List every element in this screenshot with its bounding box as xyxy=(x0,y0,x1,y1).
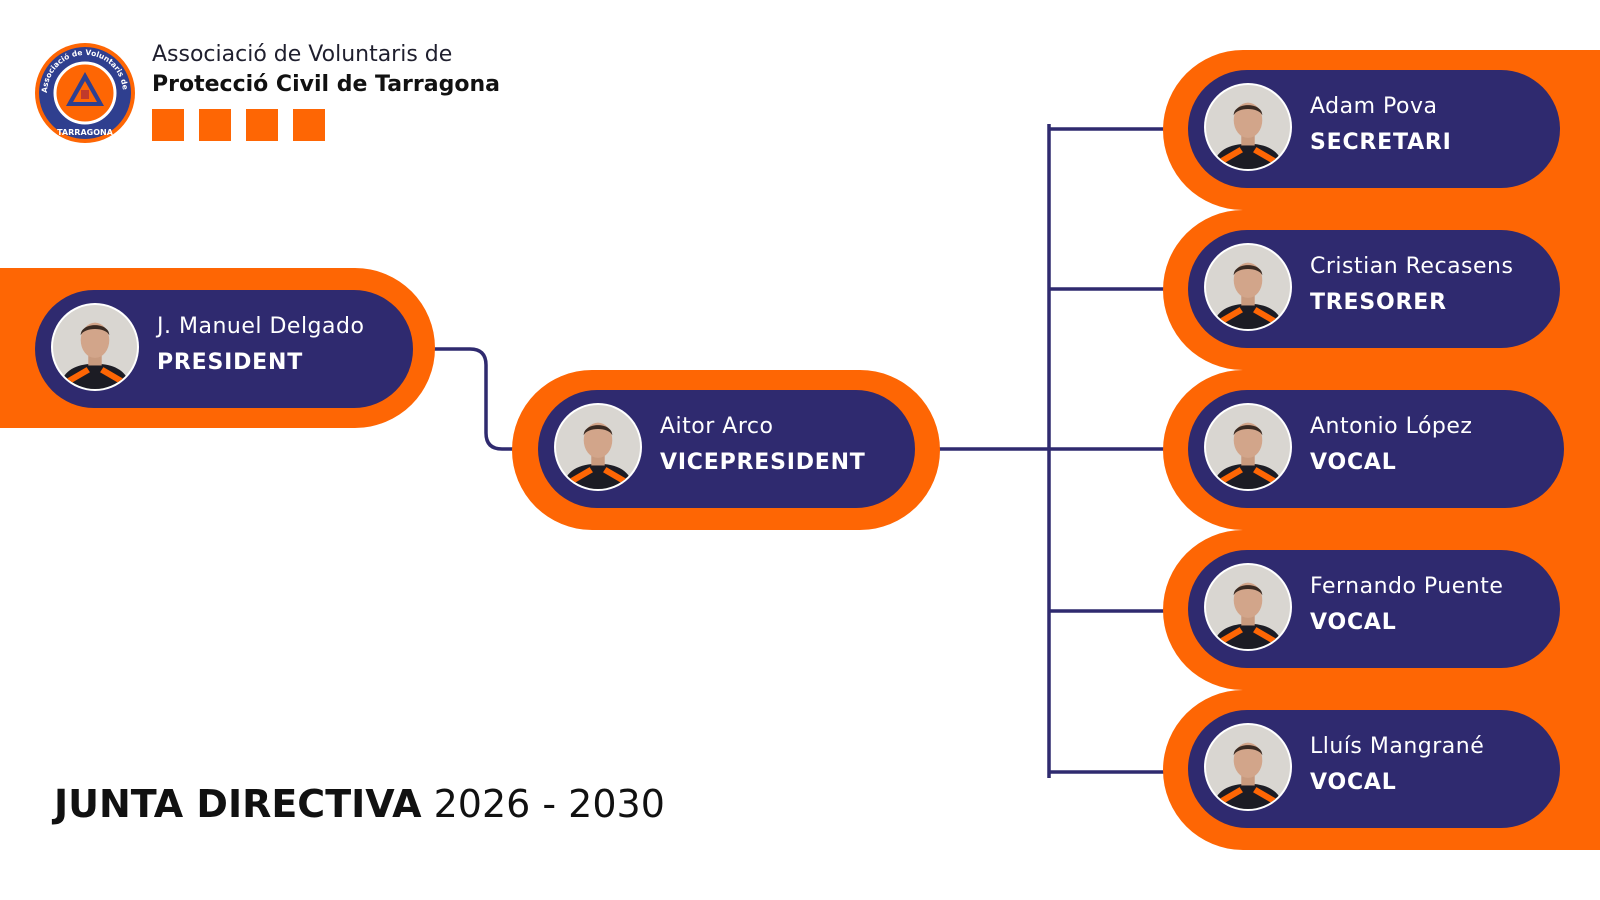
member-card-vocal3: Lluís Mangrané VOCAL xyxy=(1188,710,1560,828)
member-card-vicepresident: Aitor Arco VICEPRESIDENT xyxy=(538,390,915,508)
member-role: VOCAL xyxy=(1310,770,1397,795)
logo-bottom-text: TARRAGONA xyxy=(57,128,114,137)
person-photo-icon xyxy=(1206,565,1290,649)
org-name-line2: Protecció Civil de Tarragona xyxy=(152,72,500,97)
member-name: Fernando Puente xyxy=(1310,574,1504,599)
member-name: Cristian Recasens xyxy=(1310,254,1514,279)
board-title-label: JUNTA DIRECTIVA xyxy=(54,782,422,826)
avatar xyxy=(554,403,642,491)
member-role: SECRETARI xyxy=(1310,130,1452,155)
decorative-squares xyxy=(152,109,340,145)
association-logo: Associació de Voluntaris de Protecció Ci… xyxy=(31,35,136,144)
orange-square xyxy=(199,109,231,141)
member-card-tresorer: Cristian Recasens TRESORER xyxy=(1188,230,1560,348)
member-role: VOCAL xyxy=(1310,610,1397,635)
member-name: Adam Pova xyxy=(1310,94,1438,119)
person-photo-icon xyxy=(1206,405,1290,489)
orange-square xyxy=(246,109,278,141)
member-name: Antonio López xyxy=(1310,414,1473,439)
member-name: Aitor Arco xyxy=(660,414,774,439)
board-title: JUNTA DIRECTIVA 2026 - 2030 xyxy=(54,782,665,826)
person-photo-icon xyxy=(556,405,640,489)
person-photo-icon xyxy=(1206,725,1290,809)
member-card-vocal1: Antonio López VOCAL xyxy=(1188,390,1564,508)
person-photo-icon xyxy=(1206,245,1290,329)
avatar xyxy=(1204,243,1292,331)
avatar xyxy=(1204,403,1292,491)
member-role: PRESIDENT xyxy=(157,350,304,375)
orange-square xyxy=(293,109,325,141)
person-photo-icon xyxy=(1206,85,1290,169)
avatar xyxy=(51,303,139,391)
member-role: VOCAL xyxy=(1310,450,1397,475)
avatar xyxy=(1204,723,1292,811)
member-role: VICEPRESIDENT xyxy=(660,450,866,475)
board-period: 2026 - 2030 xyxy=(433,782,665,826)
member-card-president: J. Manuel Delgado PRESIDENT xyxy=(35,290,413,408)
connector-president-vicepresident xyxy=(412,347,537,451)
member-card-vocal2: Fernando Puente VOCAL xyxy=(1188,550,1560,668)
avatar xyxy=(1204,83,1292,171)
orange-square xyxy=(152,109,184,141)
person-photo-icon xyxy=(53,305,137,389)
member-card-secretari: Adam Pova SECRETARI xyxy=(1188,70,1560,188)
member-name: Lluís Mangrané xyxy=(1310,734,1485,759)
member-name: J. Manuel Delgado xyxy=(157,314,365,339)
org-name-line1: Associació de Voluntaris de xyxy=(152,42,453,67)
avatar xyxy=(1204,563,1292,651)
member-role: TRESORER xyxy=(1310,290,1447,315)
